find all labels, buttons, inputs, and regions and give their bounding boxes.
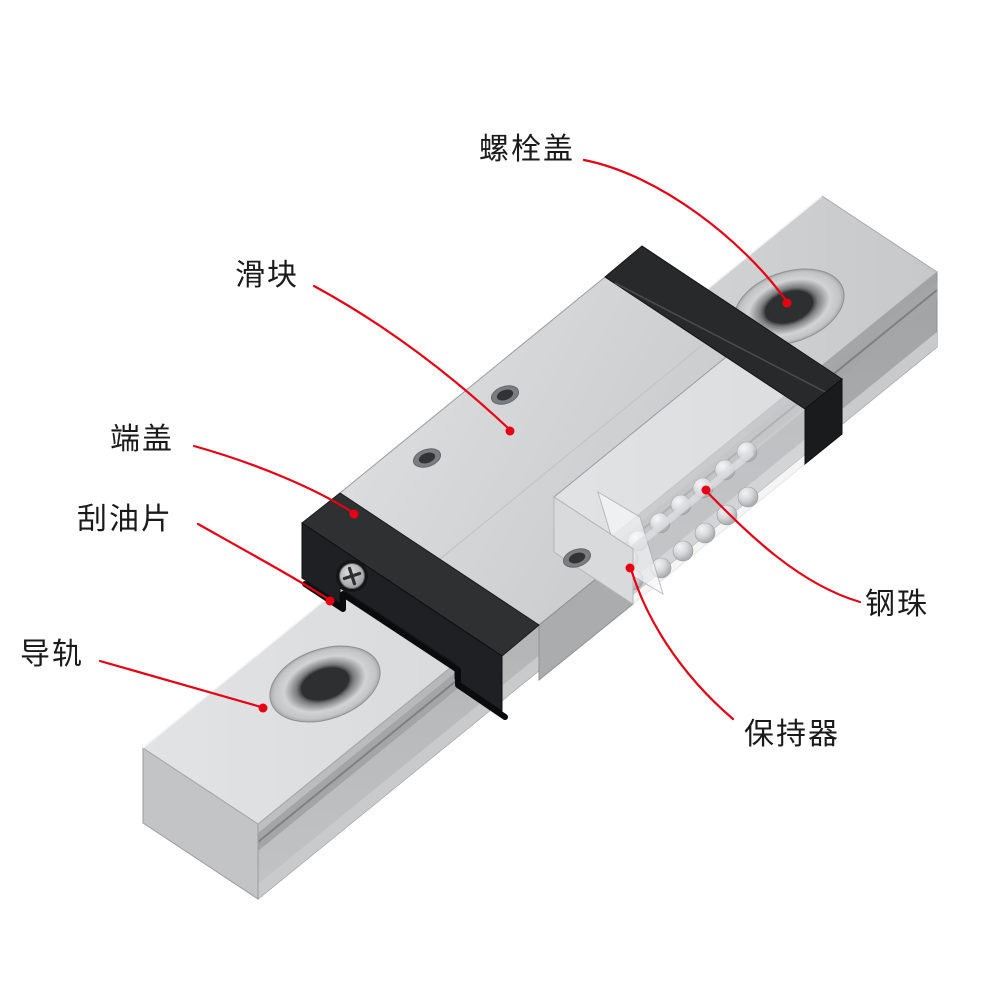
rear-end-cap bbox=[604, 245, 843, 466]
slider-top-seam bbox=[439, 342, 706, 560]
label-retainer: 保持器 bbox=[744, 718, 840, 751]
slider-mount-hole bbox=[490, 385, 520, 405]
countersunk-hole-left bbox=[269, 645, 381, 723]
leader-retainer bbox=[630, 570, 735, 721]
slider-mount-hole bbox=[562, 548, 592, 568]
leader-dot-steel-ball bbox=[701, 485, 711, 495]
leader-dot-rail bbox=[258, 703, 268, 713]
slider-cut-face bbox=[553, 496, 634, 605]
leader-dot-retainer bbox=[625, 563, 635, 573]
label-oil-scraper: 刮油片 bbox=[77, 503, 173, 536]
leader-dot-oil-scraper bbox=[325, 596, 335, 606]
leader-rail bbox=[98, 659, 263, 709]
wiper-plate bbox=[302, 581, 508, 720]
callout-leaders bbox=[98, 158, 862, 721]
retainer-strip bbox=[630, 450, 754, 552]
end-cap-screw bbox=[336, 560, 368, 592]
leader-oil-scraper bbox=[196, 522, 330, 601]
ball-return-row bbox=[650, 486, 759, 579]
leader-end-cap bbox=[192, 444, 354, 514]
callout-dots bbox=[258, 298, 792, 713]
label-end-cap: 端盖 bbox=[110, 423, 174, 456]
leader-dot-slider bbox=[505, 426, 515, 436]
leader-bolt-cover bbox=[582, 158, 787, 301]
label-steel-ball: 钢珠 bbox=[865, 588, 929, 621]
label-rail: 导轨 bbox=[20, 638, 84, 671]
leader-steel-ball bbox=[706, 491, 862, 604]
label-bolt-cover: 螺栓盖 bbox=[479, 133, 575, 166]
slider-block bbox=[339, 276, 727, 682]
leader-dot-bolt-cover bbox=[782, 298, 792, 308]
leader-dot-end-cap bbox=[349, 509, 359, 519]
front-end-cap bbox=[301, 492, 540, 720]
label-slider: 滑块 bbox=[235, 259, 299, 292]
rear-end-cap-side bbox=[804, 377, 843, 466]
rear-end-cap-sheen bbox=[614, 282, 834, 397]
leader-slider bbox=[312, 284, 510, 430]
slider-mount-hole bbox=[412, 448, 442, 468]
